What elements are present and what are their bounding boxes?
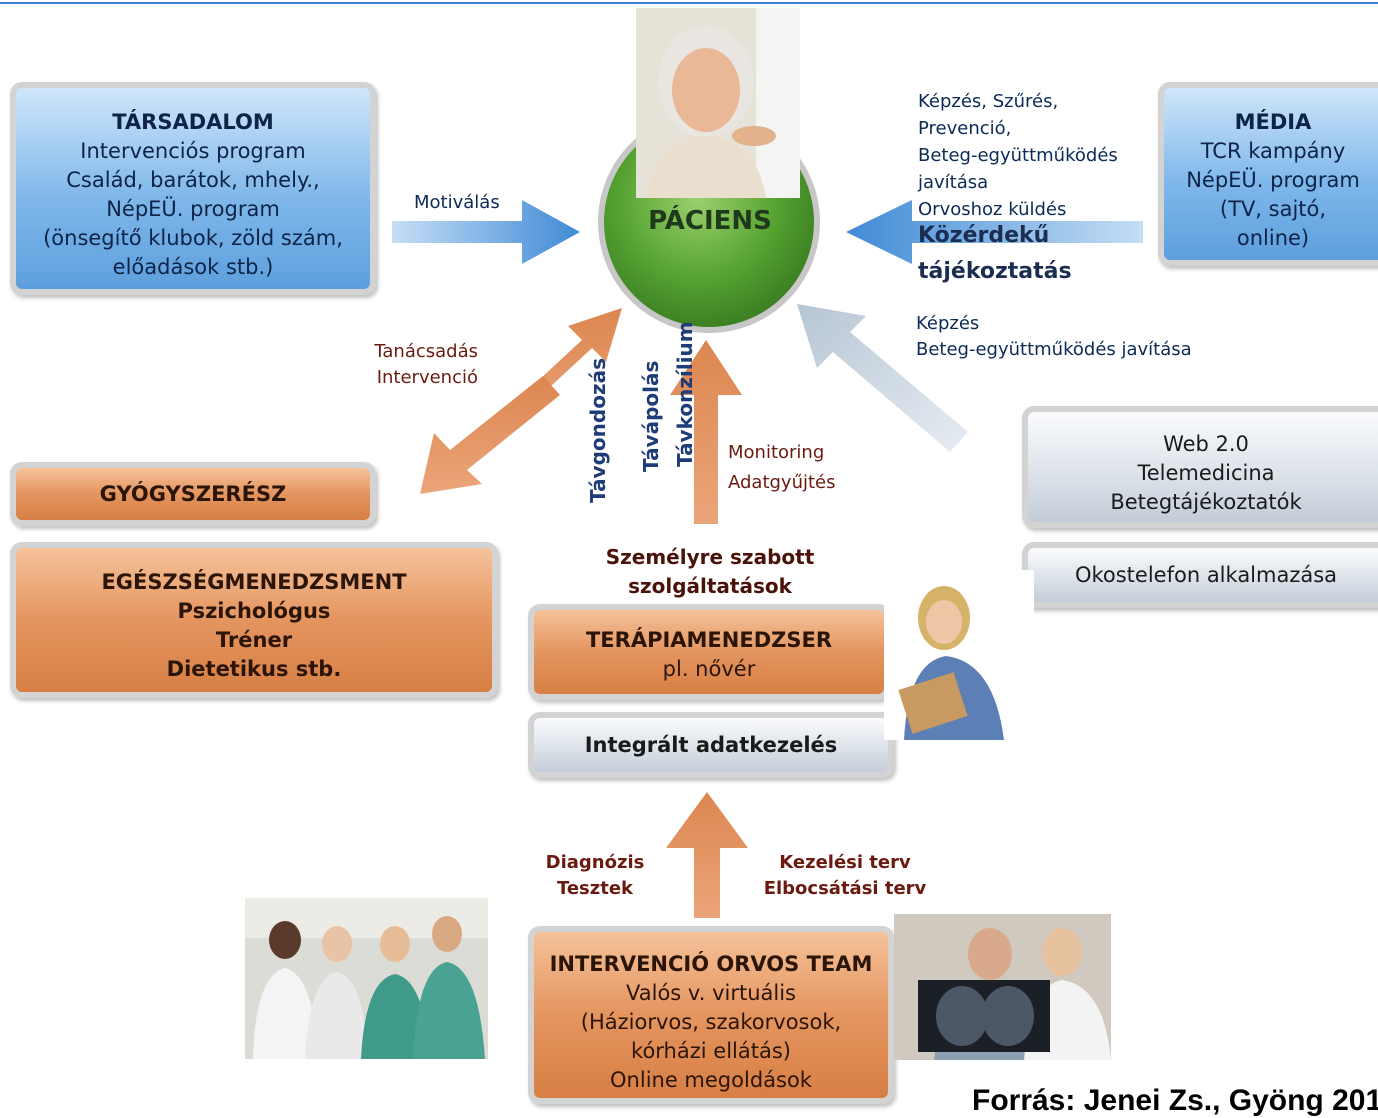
media-line: TCR kampány <box>1200 139 1346 163</box>
top-rule <box>0 2 1378 4</box>
integralt-box: Integrált adatkezelés <box>528 712 894 778</box>
diagnozis-label: Diagnózis Tesztek <box>540 850 650 902</box>
tarsadalom-line: (önsegítő klubok, zöld szám, <box>43 226 343 250</box>
egeszseg-line: Tréner <box>215 628 293 652</box>
gyogyszeresz-box: GYÓGYSZERÉSZ <box>10 462 376 526</box>
media-line: online) <box>1236 226 1310 250</box>
tanacsadas-line: Intervenció <box>376 367 478 388</box>
web-line: Telemedicina <box>1137 461 1275 485</box>
orvos-line: Online megoldások <box>610 1068 812 1092</box>
media-arrow-line: Orvoshoz küldés <box>918 199 1067 220</box>
media-arrow-label: Képzés, Szűrés, Prevenció, Beteg-együttm… <box>918 88 1118 223</box>
tavapolas-label: Távápolás <box>639 360 663 472</box>
terapia-box: TERÁPIAMENEDZSER pl. nővér <box>528 604 890 700</box>
orvos-line: (Háziorvos, szakorvosok, <box>580 1010 842 1034</box>
egeszseg-line: Dietetikus stb. <box>166 657 342 681</box>
web-box: Web 2.0 Telemedicina Betegtájékoztatók <box>1022 406 1378 528</box>
media-arrow-line: Beteg-együttműködés <box>918 145 1118 166</box>
terapia-title: TERÁPIAMENEDZSER <box>585 628 832 652</box>
footer-source: Forrás: Jenei Zs., Gyöng 201 <box>972 1084 1378 1117</box>
media-title: MÉDIA <box>1234 110 1312 134</box>
monitoring-line: Monitoring <box>728 442 825 463</box>
web-line: Betegtájékoztatók <box>1110 490 1302 514</box>
motivalas-label: Motiválás <box>414 192 500 213</box>
patient-photo <box>636 8 800 198</box>
orvos-title: INTERVENCIÓ ORVOS TEAM <box>549 952 873 976</box>
tarsadalom-line: Család, barátok, mhely., <box>66 168 320 192</box>
okostelefon-box: Okostelefon alkalmazása <box>1022 542 1378 608</box>
tarsadalom-line: NépEÜ. program <box>106 197 280 221</box>
web-arrow-label: Képzés Beteg-együttműködés javítása <box>916 311 1192 363</box>
nurse-photo <box>884 570 1034 740</box>
tanacsadas-line: Tanácsadás <box>374 341 478 362</box>
tarsadalom-title: TÁRSADALOM <box>112 110 274 134</box>
kozerdeku-line: tájékoztatás <box>918 259 1072 284</box>
kezelesi-label: Kezelési terv Elbocsátási terv <box>760 850 930 902</box>
patient-label: PÁCIENS <box>648 206 772 236</box>
integralt-label: Integrált adatkezelés <box>584 733 838 757</box>
media-arrow <box>846 200 1143 264</box>
media-arrow-line: Képzés, Szűrés, <box>918 91 1059 112</box>
egeszseg-title: EGÉSZSÉGMENEDZSMENT <box>101 570 407 594</box>
media-box: MÉDIA TCR kampány NépEÜ. program (TV, sa… <box>1158 82 1378 266</box>
egeszseg-box: EGÉSZSÉGMENEDZSMENT Pszichológus Tréner … <box>10 542 498 698</box>
okostelefon-label: Okostelefon alkalmazása <box>1074 563 1338 587</box>
motivalas-arrow <box>392 200 580 264</box>
media-line: NépEÜ. program <box>1186 168 1360 192</box>
web-arrow <box>797 304 968 452</box>
kezelesi-line: Elbocsátási terv <box>763 878 927 899</box>
tavkonzilium-label: Távkonzílium <box>673 321 697 467</box>
monitoring-arrow <box>670 340 742 524</box>
tarsadalom-line: előadások stb.) <box>112 255 274 279</box>
tavgondozas-label: Távgondozás <box>586 358 610 503</box>
orvos-line: Valós v. virtuális <box>626 981 796 1005</box>
kezelesi-line: Kezelési terv <box>779 852 911 873</box>
szemelyre-label: Személyre szabott szolgáltatások <box>560 543 860 601</box>
media-line: (TV, sajtó, <box>1219 197 1327 221</box>
xray-doctors-photo <box>894 914 1111 1060</box>
kozerdeku-label: Közérdekű tájékoztatás <box>918 218 1072 290</box>
tarsadalom-box: TÁRSADALOM Intervenciós program Család, … <box>10 82 376 295</box>
gyogyszeresz-title: GYÓGYSZERÉSZ <box>99 482 287 506</box>
terapia-line: pl. nővér <box>662 657 756 681</box>
monitoring-line: Adatgyűjtés <box>728 472 836 493</box>
egeszseg-line: Pszichológus <box>177 599 331 623</box>
diagnozis-line: Diagnózis <box>545 852 645 873</box>
tanacsadas-arrow-down <box>420 376 560 494</box>
web-arrow-line: Beteg-együttműködés javítása <box>916 339 1192 360</box>
media-arrow-line: Prevenció, <box>918 118 1012 139</box>
szemelyre-line: Személyre szabott <box>605 545 815 569</box>
media-arrow-line: javítása <box>918 172 989 193</box>
tanacsadas-label: Tanácsadás Intervenció <box>358 339 478 391</box>
web-line: Web 2.0 <box>1163 432 1249 456</box>
diagnozis-line: Tesztek <box>556 878 634 899</box>
orvos-line: kórházi ellátás) <box>631 1039 791 1063</box>
monitoring-label: Monitoring Adatgyűjtés <box>728 438 836 498</box>
tarsadalom-line: Intervenciós program <box>80 139 306 163</box>
kozerdeku-line: Közérdekű <box>918 223 1050 248</box>
doctor-team-photo <box>245 898 488 1059</box>
orvos-arrow <box>666 792 748 918</box>
szemelyre-line: szolgáltatások <box>628 574 792 598</box>
orvos-box: INTERVENCIÓ ORVOS TEAM Valós v. virtuáli… <box>528 926 894 1104</box>
web-arrow-line: Képzés <box>916 313 980 334</box>
